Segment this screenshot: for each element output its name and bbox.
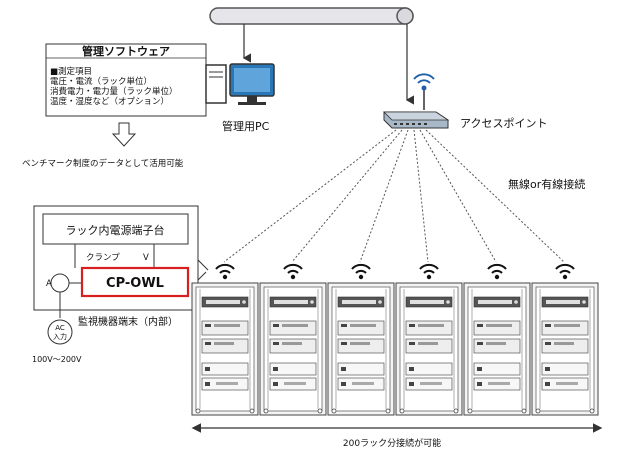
down-arrow-outline-icon	[111, 122, 137, 147]
network-pipe	[209, 7, 414, 25]
connection-label: 無線or有線接続	[508, 177, 585, 191]
wifi-icon	[487, 263, 507, 280]
pc-label: 管理用PC	[222, 119, 270, 133]
v-label: V	[143, 253, 149, 263]
cp-owl-device	[80, 266, 190, 298]
server-rack-icon	[395, 282, 463, 416]
clamp-label: クランプ	[86, 253, 120, 263]
monitor-terminal-label: 監視機器端末（内部）	[78, 315, 178, 328]
current-clamp-symbol	[50, 273, 70, 293]
wireless-links	[223, 129, 565, 263]
cp-owl-label: CP-OWL	[106, 276, 164, 291]
voltage-range: 100V～200V	[32, 355, 82, 364]
software-box: 管理ソフトウェア ■測定項目 電圧・電流（ラック単位） 消費電力・電力量（ラック…	[45, 43, 207, 117]
computer-icon	[205, 63, 275, 105]
rack-power-box: ラック内電源端子台 クランプ V A CP-OWL	[33, 205, 199, 318]
ac-label-bottom: 入力	[53, 332, 67, 341]
a-label: A	[46, 279, 52, 289]
server-rack-icon	[531, 282, 599, 416]
software-line-1: 電圧・電流（ラック単位）	[50, 76, 152, 87]
rack-power-box-title: ラック内電源端子台	[66, 223, 165, 237]
access-point-label: アクセスポイント	[460, 117, 547, 130]
software-line-3: 温度・湿度など（オプション）	[50, 96, 169, 107]
wireless-router-icon	[383, 73, 450, 129]
callout-pointer	[197, 259, 209, 281]
rack-count-note: 200ラック分接続が可能	[343, 437, 441, 449]
server-rack-icon	[327, 282, 395, 416]
wifi-icon	[419, 263, 439, 280]
ac-input-symbol: AC 入力	[47, 319, 73, 345]
ac-label-top: AC	[55, 324, 65, 332]
server-racks	[191, 263, 599, 416]
software-box-title: 管理ソフトウェア	[82, 44, 170, 58]
wifi-icon	[351, 263, 371, 280]
data-usage-note: ベンチマーク制度のデータとして活用可能	[22, 158, 184, 169]
software-line-0: ■測定項目	[50, 66, 92, 77]
wifi-icon	[283, 263, 303, 280]
server-rack-icon	[463, 282, 531, 416]
server-rack-icon	[191, 282, 259, 416]
wifi-icon	[215, 263, 235, 280]
software-line-2: 消費電力・電力量（ラック単位）	[50, 86, 178, 97]
wifi-icon	[555, 263, 575, 280]
server-rack-icon	[259, 282, 327, 416]
